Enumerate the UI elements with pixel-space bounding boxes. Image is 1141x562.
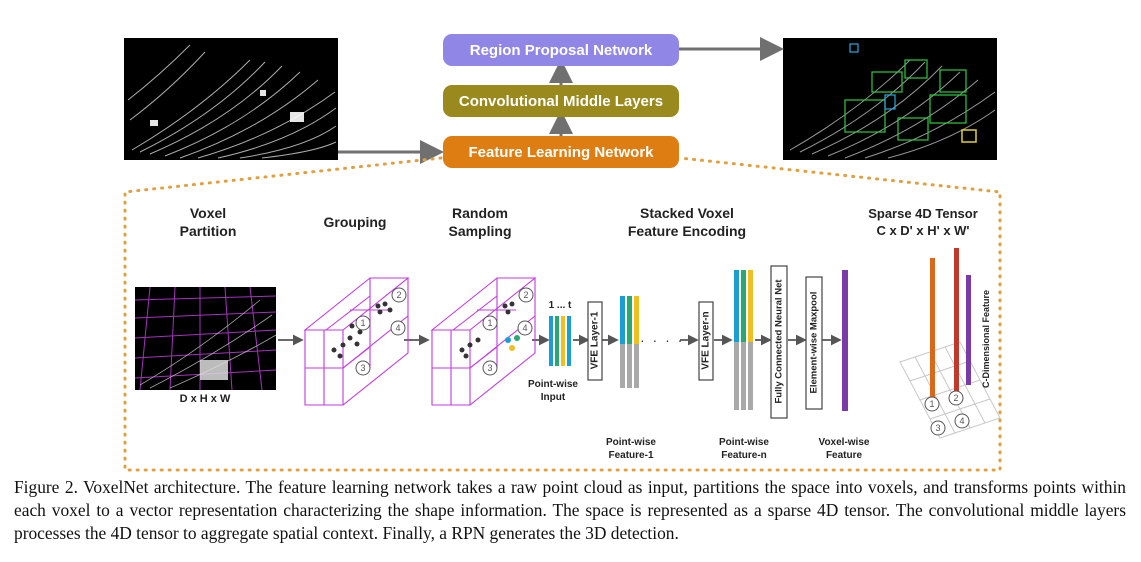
pw-feature-1-line1: Point-wise [605,437,656,448]
pw-feature-1-line2: Feature-1 [608,450,654,461]
step-grouping: Grouping [323,214,387,230]
step-sparse-tensor: Sparse 4D Tensor C x D' x H' x W' [858,205,988,239]
conv-middle-layers-box: Convolutional Middle Layers [443,85,679,117]
grouping-id-3: 3 [360,363,365,373]
fcn-label: Fully Connected Neural Net [773,279,785,404]
grouping-voxel-grid [303,277,410,406]
sampling-points [459,301,520,359]
pointwise-input-label: Point-wise Input [518,378,588,404]
fln-label: Feature Learning Network [468,143,654,161]
sampling-id-1: 1 [487,318,492,328]
voxelnet-architecture-diagram: · · · · 2 1 4 [123,37,1002,472]
pointwise-input-line1: Point-wise [527,379,578,390]
vfe-layer-n-box [698,301,714,381]
random-sampling-line2: Sampling [448,223,512,239]
region-proposal-network-box: Region Proposal Network [443,34,679,66]
tensor-id-4: 4 [959,416,964,426]
sparse-tensor-grid [899,341,1001,439]
voxelwise-feature-line2: Feature [825,450,863,461]
maxpool-label: Element-wise Maxpool [808,291,820,394]
tensor-id-1: 1 [929,399,934,409]
sampling-id-3: 3 [487,363,492,373]
input-point-cloud-image [124,38,338,160]
sparse-tensor-ids [924,390,970,436]
maxpool-box [805,276,823,410]
fcn-box [770,265,788,419]
pointwise-feature-n-label: Point-wise Feature-n [708,436,780,462]
figure-caption: Figure 2. VoxelNet architecture. The fea… [14,477,1126,543]
feature-learning-network-box: Feature Learning Network [443,136,679,168]
c-dim-feature-label: C-Dimensional Feature [981,289,991,389]
ellipsis-dots: · · · · [640,332,684,348]
vfe-layer-1-label: VFE Layer-1 [589,311,601,370]
sampling-id-2: 2 [523,290,528,300]
tensor-id-2: 2 [953,393,958,403]
sampling-voxel-ids [482,287,534,376]
grouping-id-2: 2 [396,290,401,300]
pw-feature-n-line2: Feature-n [721,450,767,461]
sparse-tensor-line1: Sparse 4D Tensor [868,206,978,221]
fln-detail-border [123,156,1002,472]
pointwise-input-bars [549,316,571,366]
voxel-partition-line2: Partition [179,223,237,239]
voxelwise-feature-label: Voxel-wise Feature [808,436,880,462]
dhw-label: D x H x W [179,393,231,405]
vfe-layer-n-label: VFE Layer-n [700,311,712,370]
sparse-tensor-line2: C x D' x H' x W' [876,223,970,238]
voxelwise-feature-bar [842,270,848,411]
output-detection-image [783,38,997,160]
pointwise-feature-1-label: Point-wise Feature-1 [595,436,667,462]
sampling-id-4: 4 [522,323,527,333]
voxel-partition-image [134,286,277,391]
step-random-sampling: Random Sampling [430,204,530,240]
grouping-id-4: 4 [395,323,400,333]
pointwise-feature-1-bars [620,296,639,388]
one-to-t-label: 1 ... t [548,300,572,311]
voxel-partition-line1: Voxel [189,205,227,221]
step-svfe: Stacked Voxel Feature Encoding [612,204,762,240]
grouping-id-1: 1 [360,318,365,328]
vfe-layer-1-box [587,301,603,381]
random-sampling-line1: Random [452,205,508,221]
rpn-label: Region Proposal Network [469,41,653,59]
grouping-points [331,301,393,359]
tensor-id-3: 3 [935,423,940,433]
pw-feature-n-line1: Point-wise [718,437,769,448]
step-voxel-partition: Voxel Partition [163,204,253,240]
cml-label: Convolutional Middle Layers [458,92,664,110]
svfe-line1: Stacked Voxel [640,205,734,221]
voxelwise-feature-line1: Voxel-wise [818,437,870,448]
pointwise-feature-n-bars [734,270,753,410]
pointwise-input-line2: Input [540,392,566,403]
grouping-voxel-ids [355,287,407,376]
svfe-line2: Feature Encoding [627,223,747,239]
sparse-tensor-bars [930,248,971,398]
